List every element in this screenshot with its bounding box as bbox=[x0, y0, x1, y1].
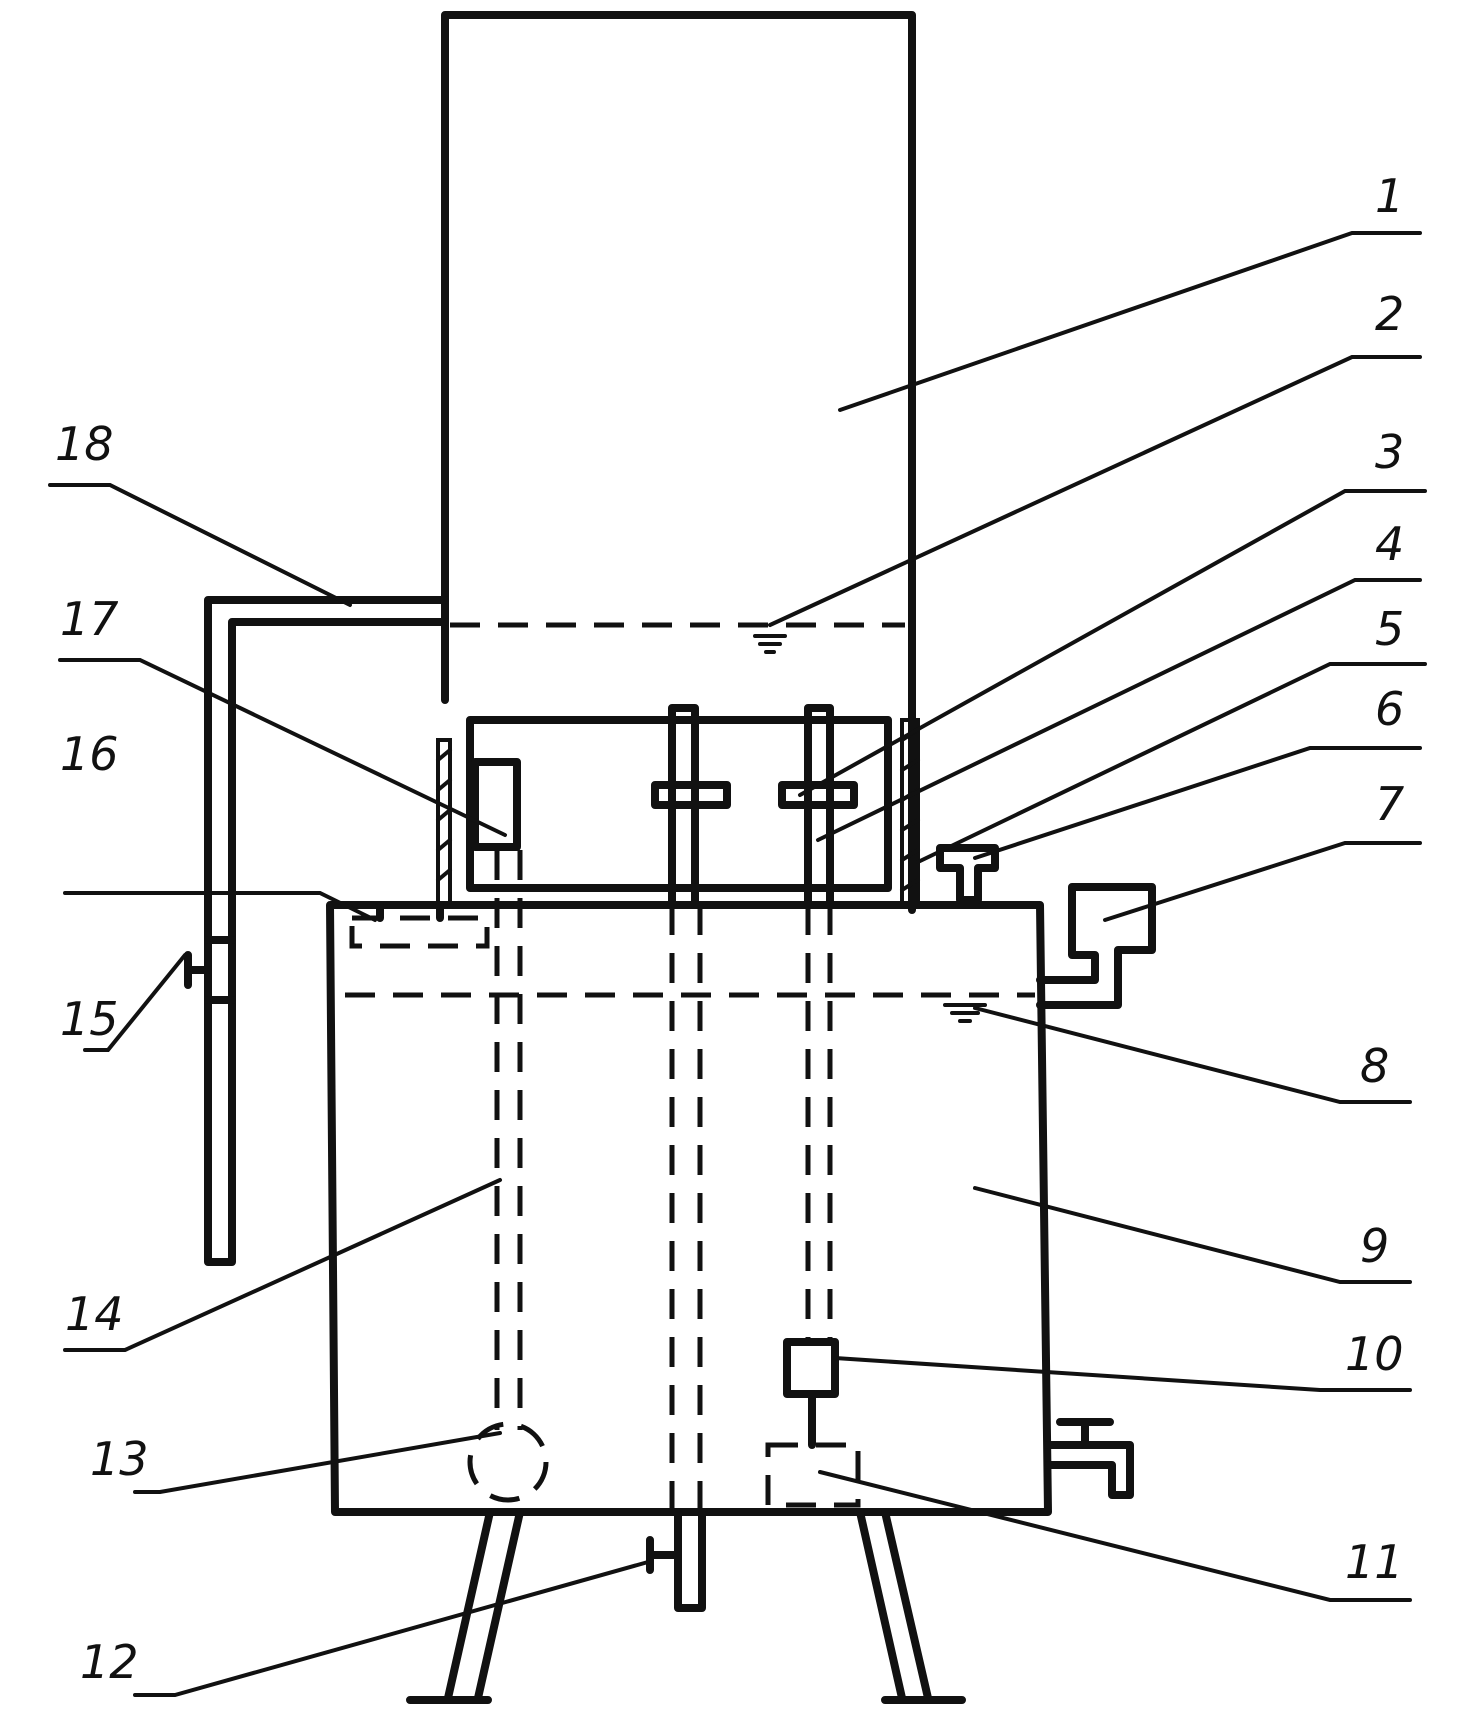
label-3: 3 bbox=[1375, 425, 1404, 479]
lower-level-symbol bbox=[943, 1003, 987, 1023]
label-1: 1 bbox=[1375, 169, 1404, 223]
label-18: 18 bbox=[55, 417, 114, 471]
ball-13 bbox=[467, 1421, 549, 1503]
leader-lines bbox=[48, 231, 1427, 1697]
central-rods bbox=[651, 704, 858, 909]
label-17: 17 bbox=[60, 592, 119, 646]
fittings bbox=[646, 844, 1156, 1612]
number-labels: 1 2 3 4 5 6 7 8 9 10 11 12 13 14 15 16 1… bbox=[55, 169, 1404, 1689]
label-15: 15 bbox=[60, 992, 119, 1046]
label-5: 5 bbox=[1375, 602, 1404, 656]
clamp-3 bbox=[778, 781, 858, 809]
label-16: 16 bbox=[60, 727, 119, 781]
overflow-pipe bbox=[184, 596, 449, 1266]
float-17 bbox=[471, 758, 521, 851]
label-7: 7 bbox=[1375, 777, 1404, 831]
part-10 bbox=[783, 1338, 839, 1398]
upper-level-symbol bbox=[753, 634, 787, 654]
label-14: 14 bbox=[65, 1287, 124, 1341]
label-2: 2 bbox=[1375, 287, 1404, 341]
connector-box bbox=[436, 716, 920, 907]
outlet-tap bbox=[1044, 1418, 1134, 1499]
label-11: 11 bbox=[1345, 1535, 1404, 1589]
drain-valve-12 bbox=[646, 1508, 706, 1612]
label-6: 6 bbox=[1375, 682, 1404, 736]
lower-tank bbox=[326, 901, 1052, 1516]
fitting-7 bbox=[1036, 883, 1156, 1009]
label-4: 4 bbox=[1375, 517, 1404, 571]
pipe-valve bbox=[184, 951, 212, 989]
legs bbox=[406, 1508, 966, 1704]
label-13: 13 bbox=[90, 1432, 149, 1486]
part-11 bbox=[765, 1442, 861, 1508]
label-12: 12 bbox=[80, 1635, 139, 1689]
label-9: 9 bbox=[1360, 1219, 1389, 1273]
label-10: 10 bbox=[1345, 1327, 1404, 1381]
internal-pipes bbox=[467, 850, 861, 1512]
label-8: 8 bbox=[1360, 1039, 1389, 1093]
float-16 bbox=[349, 915, 490, 949]
upper-tank bbox=[441, 11, 916, 914]
fitting-6 bbox=[936, 844, 999, 904]
